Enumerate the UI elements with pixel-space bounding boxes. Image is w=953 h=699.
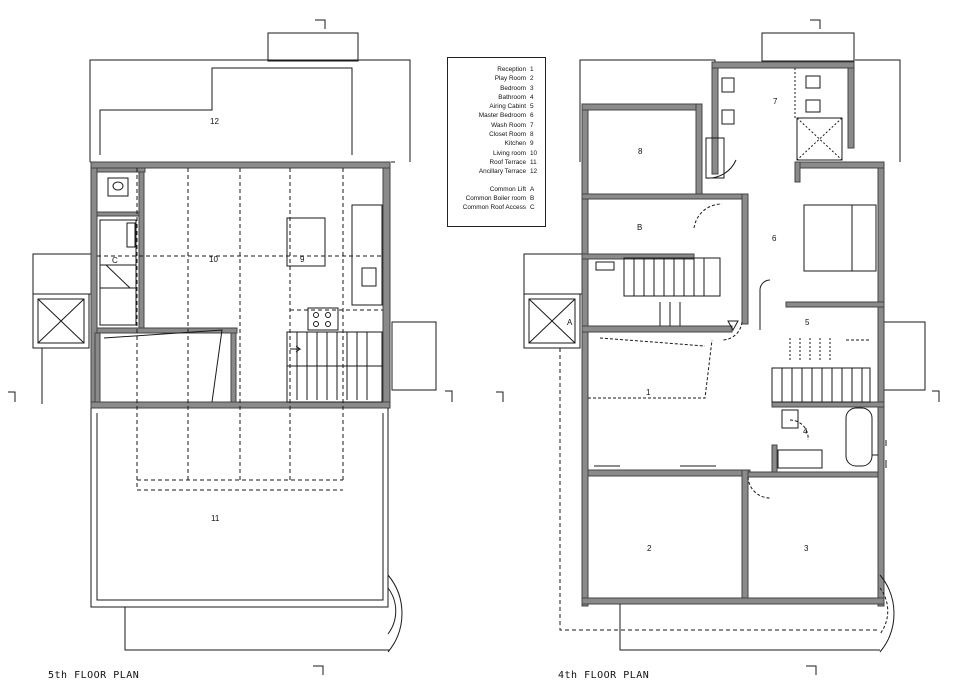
legend-room-key: 6 [530, 112, 534, 120]
label-reception: 1 [646, 388, 651, 397]
legend-room-key: 5 [530, 103, 534, 111]
legend-room-name: Closet Room [489, 131, 526, 139]
legend-room-name: Play Room [494, 75, 526, 83]
legend-row: Common Lift A [463, 185, 539, 194]
label-airing-cabinet: 5 [805, 318, 810, 327]
legend-room-key: 2 [530, 75, 534, 83]
lift-shaft-left [32, 293, 90, 349]
fifth-floor-caption: 5th FLOOR PLAN [48, 670, 140, 681]
label-common-roof-access: C [112, 256, 118, 265]
legend-room-key: 11 [530, 158, 537, 166]
label-bathroom: 4 [803, 427, 808, 436]
legend-room-key: 3 [530, 84, 534, 92]
legend-row: Common Boiler room B [463, 194, 539, 203]
label-living-room: 10 [209, 255, 218, 264]
legend-row: Roof Terrace 11 [463, 158, 539, 167]
master-bed [803, 204, 877, 272]
legend-room-key: 9 [530, 140, 534, 148]
label-common-boiler-room: B [637, 223, 642, 232]
legend-room-key: 8 [530, 131, 534, 139]
legend-room-name: Kitchen [504, 140, 526, 148]
legend-room-name: Common Boiler room [465, 194, 526, 202]
skylight-top-left [267, 32, 359, 62]
legend-room-key: 10 [530, 149, 538, 157]
legend-row: Master Bedroom 6 [463, 111, 539, 120]
label-ancillary-terrace: 12 [210, 117, 219, 126]
label-master-bedroom: 6 [772, 234, 777, 243]
legend-room-name: Airing Cabint [489, 103, 526, 111]
legend-row: Kitchen 9 [463, 139, 539, 148]
label-wash-room: 7 [773, 97, 778, 106]
legend-room-name: Ancillary Terrace [478, 168, 526, 176]
fifth-floor-plan [8, 19, 453, 675]
roof-terrace-outline [90, 408, 389, 608]
legend-row: Bathroom 4 [463, 93, 539, 102]
legend-row: Living room 10 [463, 149, 539, 158]
legend-room-key: C [530, 204, 535, 212]
label-bedroom: 3 [804, 544, 809, 553]
legend-room-key: 1 [530, 66, 534, 73]
fourth-floor-plan [496, 19, 940, 675]
legend-room-name: Common Roof Access [462, 204, 526, 212]
label-play-room: 2 [647, 544, 652, 553]
fourth-floor-caption: 4th FLOOR PLAN [558, 670, 650, 681]
legend-row: Closet Room 8 [463, 130, 539, 139]
legend-room-name: Bedroom [500, 84, 526, 92]
label-common-lift: A [567, 318, 573, 327]
legend-room-key: 4 [530, 93, 534, 101]
legend-room-name: Bathroom [498, 93, 526, 101]
terrace-outline-left [89, 59, 411, 162]
legend-row: Bedroom 3 [463, 84, 539, 93]
legend-spacer [463, 177, 539, 185]
label-kitchen: 9 [300, 255, 305, 264]
legend-room-name: Wash Room [491, 121, 526, 129]
legend-room-name: Reception [497, 66, 526, 73]
label-closet-room: 8 [638, 147, 643, 156]
legend-room-name: Master Bedroom [478, 112, 526, 120]
legend-room-key: 12 [530, 168, 538, 176]
legend-room-name: Common Lift [489, 185, 526, 193]
legend-room-name: Roof Terrace [489, 158, 526, 166]
label-roof-terrace: 11 [211, 514, 220, 523]
legend-row: Common Roof Access C [463, 203, 539, 212]
legend-row: Play Room 2 [463, 74, 539, 83]
legend-row: Reception 1 [463, 65, 539, 74]
legend-room-key: A [530, 185, 535, 193]
legend-row: Ancillary Terrace 12 [463, 167, 539, 176]
legend-row: Wash Room 7 [463, 121, 539, 130]
legend-row: Airing Cabint 5 [463, 102, 539, 111]
lift-shaft-right [523, 293, 581, 349]
legend-room-key: 7 [530, 121, 534, 129]
legend-room-key: B [530, 194, 535, 202]
legend-room-name: Living room [492, 149, 526, 157]
